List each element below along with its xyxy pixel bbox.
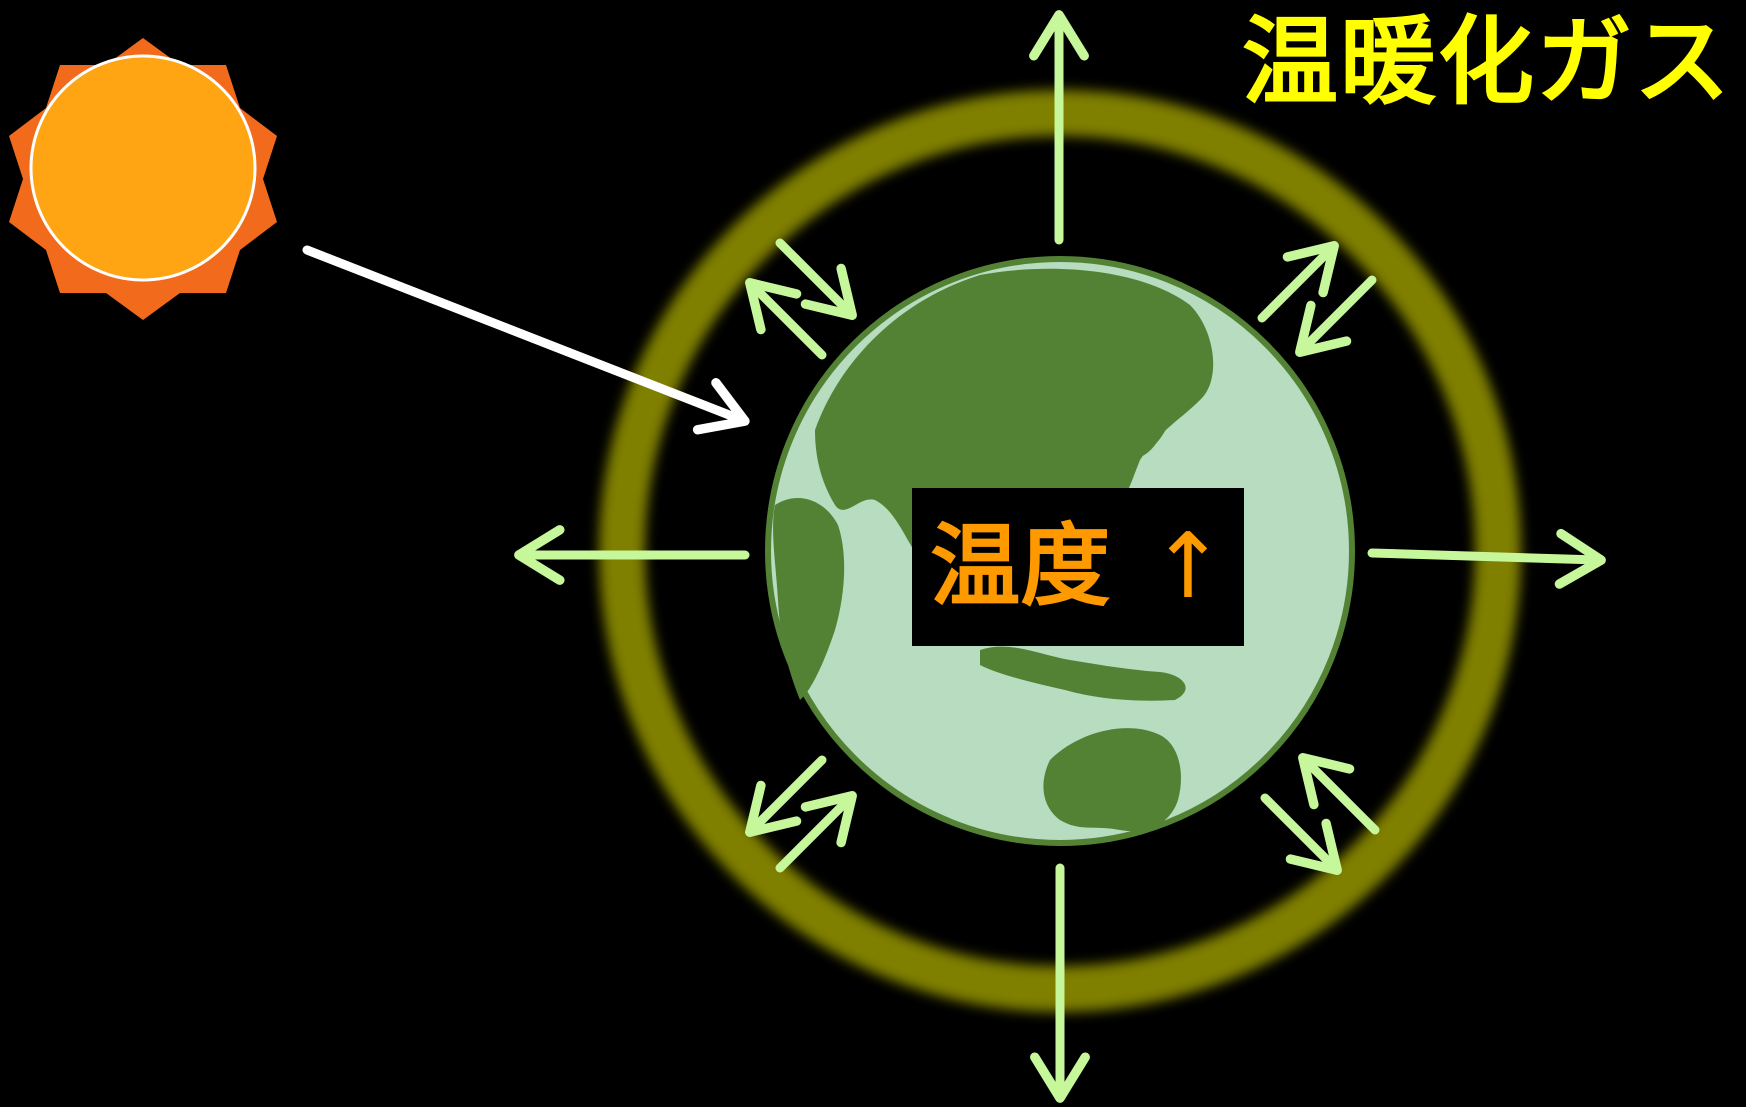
landmass-australia xyxy=(1043,728,1181,832)
outgoing-radiation-arrows xyxy=(514,10,1606,1103)
arrow-ne-in xyxy=(1295,275,1377,357)
arrow-se-out xyxy=(1260,793,1342,875)
arrow-sw-out xyxy=(745,755,827,837)
back-radiation-arrows xyxy=(745,238,1380,875)
temperature-label: 温度 xyxy=(930,514,1111,619)
sun-disk xyxy=(29,54,257,282)
arrow-se-in xyxy=(1298,753,1380,835)
landmass-africa xyxy=(773,497,845,700)
temperature-label-box: 温度 ↑ xyxy=(912,488,1244,646)
arrow-sw-in xyxy=(775,791,857,873)
arrow-nw-out xyxy=(745,278,827,360)
arrow-nw-in xyxy=(775,238,857,320)
arrow-ne-out xyxy=(1257,241,1339,323)
greenhouse-gas-label: 温暖化ガス xyxy=(1242,6,1732,118)
sunlight-arrow xyxy=(302,245,750,435)
sun-icon xyxy=(9,38,277,320)
arrow-right xyxy=(1367,528,1606,589)
temperature-up-arrow: ↑ xyxy=(1150,514,1226,619)
landmass-japan xyxy=(1128,395,1173,459)
landmass-indonesia xyxy=(980,646,1186,701)
